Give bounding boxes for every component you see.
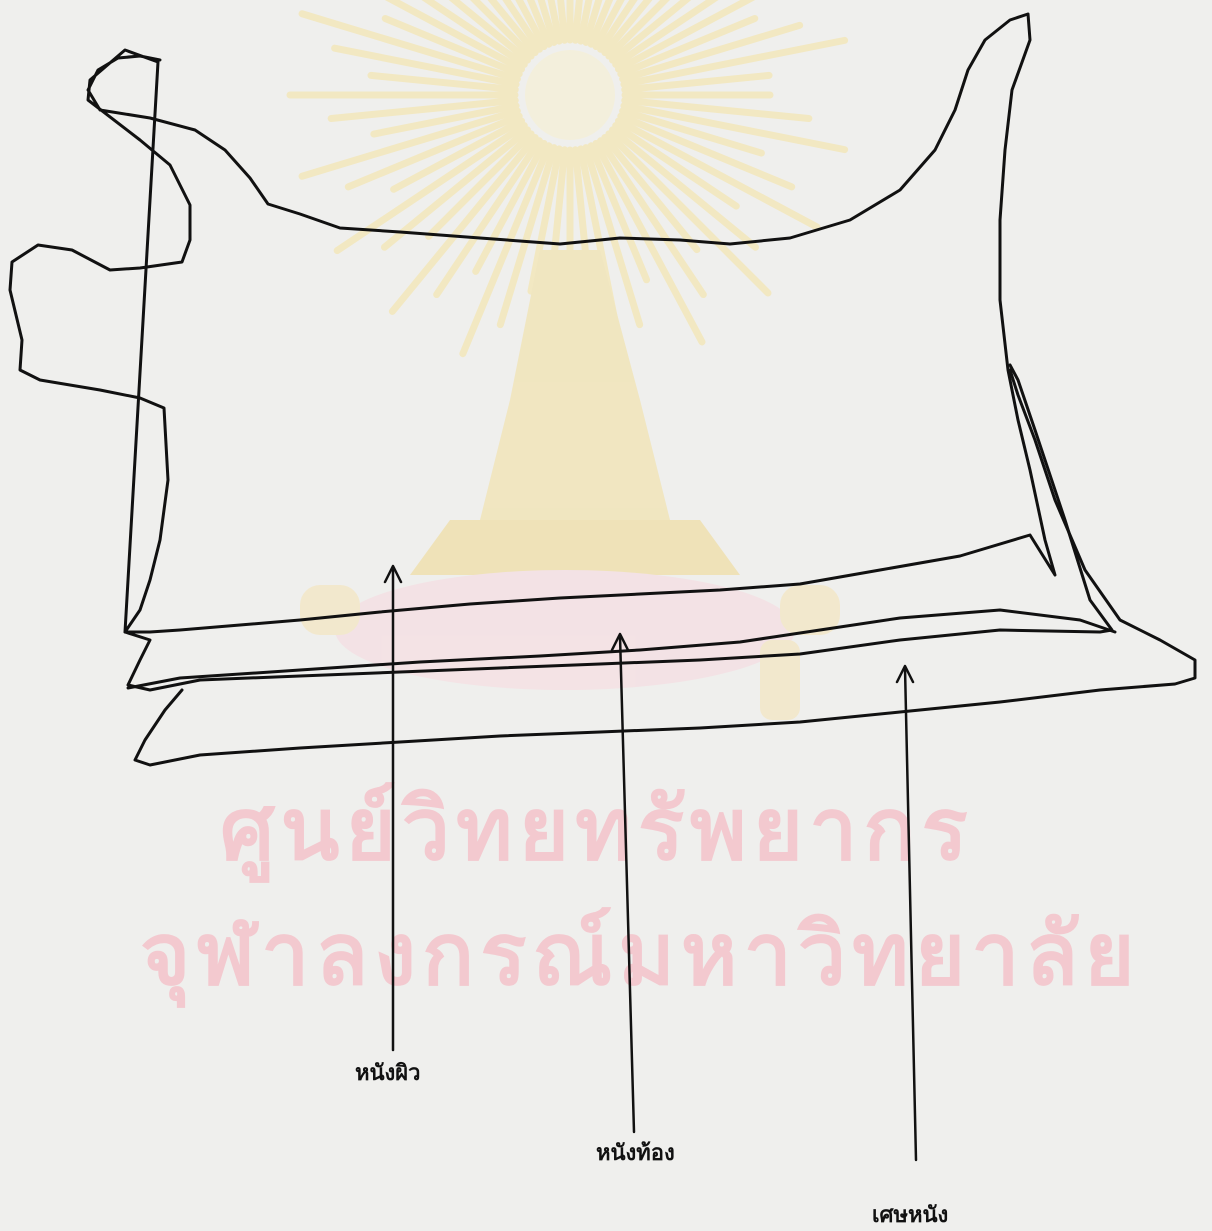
arrow-skin: [385, 566, 401, 1050]
label-scrap: เศษหนัง: [872, 1197, 948, 1231]
label-belly: หนังท้อง: [596, 1135, 675, 1170]
label-skin: หนังผิว: [355, 1055, 421, 1090]
hide-outline-belly: [125, 365, 1112, 690]
arrow-belly: [612, 634, 634, 1132]
hide-outline-main: [10, 14, 1055, 632]
arrow-scrap: [897, 666, 916, 1160]
